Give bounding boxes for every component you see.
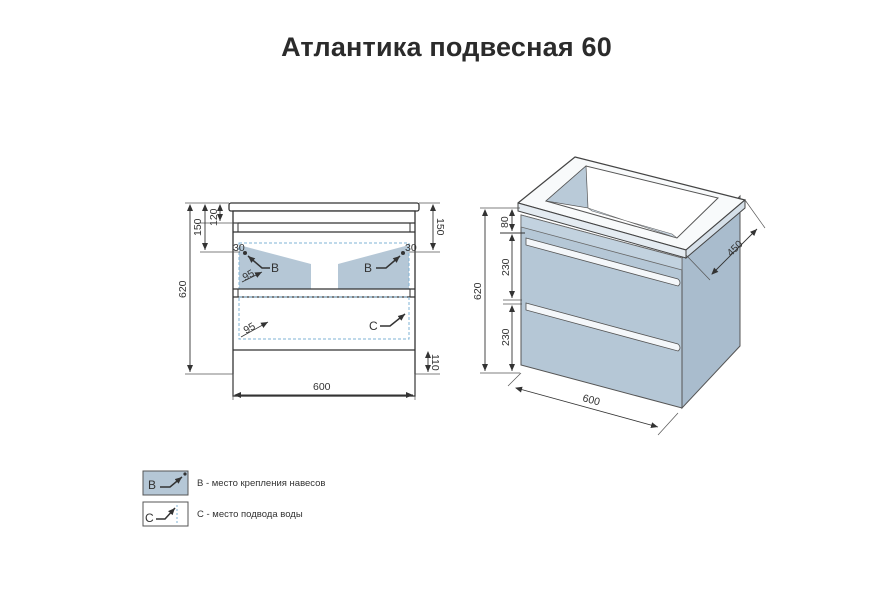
dim-diag-lower: 95 [242,320,258,336]
dim-drawer-lower: 230 [500,328,512,346]
legend: B B - место крепления навесов C C - мест… [142,470,325,527]
page-title: Атлантика подвесная 60 [281,32,612,62]
dim-80: 80 [499,216,511,228]
legend-item-b: B B - место крепления навесов [142,470,325,496]
legend-symbol-c: C [145,511,154,525]
legend-label-b: B - место крепления навесов [197,478,325,489]
iso-view: 620 80 230 230 450 600 [472,156,766,436]
front-view: B B C 30 30 95 95 620 150 120 150 [177,202,446,400]
dim-total-height-iso: 620 [472,282,484,300]
legend-symbol-b: B [148,478,156,492]
dim-corner-right: 30 [405,242,417,254]
dim-width-iso: 600 [581,392,601,408]
dim-drawer-upper: 230 [500,258,512,276]
dim-110: 110 [429,354,441,371]
dim-diag-upper: 95 [241,267,257,283]
dim-total-height-front: 620 [177,280,189,298]
marker-c: C [369,319,378,333]
marker-b-right: B [364,261,372,275]
dim-150-left: 150 [192,218,204,236]
dim-120: 120 [208,208,220,226]
dim-150-right: 150 [434,218,446,236]
dim-corner-left: 30 [233,242,245,254]
dim-width-front: 600 [313,381,331,393]
marker-b-left: B [271,261,279,275]
legend-label-c: C - место подвода воды [197,509,303,520]
legend-item-c: C C - место подвода воды [142,501,303,527]
